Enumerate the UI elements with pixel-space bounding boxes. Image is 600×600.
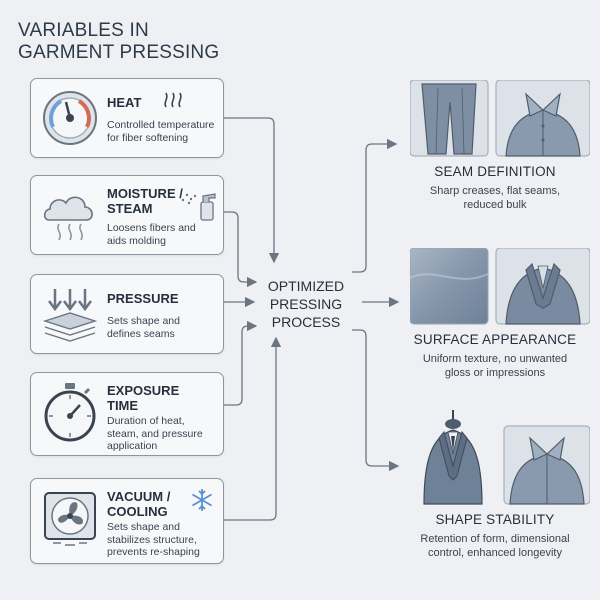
desc-line: Uniform texture, no unwanted bbox=[422, 353, 568, 365]
variable-desc-moisture: Loosens fibers and aids molding bbox=[107, 222, 221, 247]
outcome-desc-surface-appearance: Uniform texture, no unwanted gloss or im… bbox=[395, 352, 595, 380]
desc-line: Sets shape and bbox=[107, 315, 180, 327]
variable-card-vacuum-cooling: VACUUM / COOLING Sets shape and stabiliz… bbox=[30, 478, 224, 564]
desc-line: prevents re-shaping bbox=[107, 546, 200, 558]
heading-line: EXPOSURE bbox=[107, 383, 180, 398]
desc-line: gloss or impressions bbox=[444, 367, 546, 379]
connector-seam bbox=[352, 138, 398, 273]
heading-line: PRESSURE bbox=[107, 291, 179, 306]
center-line: OPTIMIZED bbox=[267, 278, 345, 294]
connector-moisture bbox=[224, 211, 258, 288]
variable-desc-heat: Controlled temperature for fiber softeni… bbox=[107, 119, 221, 144]
desc-line: application bbox=[107, 440, 158, 452]
thermometer-gauge-icon bbox=[43, 91, 97, 145]
variable-desc-exposure-time: Duration of heat, steam, and pressure ap… bbox=[107, 415, 221, 453]
variable-card-heat: HEAT Controlled temperature for fiber so… bbox=[30, 78, 224, 158]
heading-line: TIME bbox=[107, 398, 139, 413]
variable-heading-moisture: MOISTURE / STEAM bbox=[107, 186, 219, 216]
title-line-1: VARIABLES IN bbox=[18, 20, 149, 41]
variable-heading-pressure: PRESSURE bbox=[107, 291, 219, 306]
desc-line: Duration of heat, bbox=[107, 415, 185, 427]
desc-line: aids molding bbox=[107, 234, 166, 247]
desc-line: Retention of form, dimensional bbox=[420, 533, 570, 545]
heading-line: COOLING bbox=[107, 504, 168, 519]
outcome-desc-seam-definition: Sharp creases, flat seams, reduced bulk bbox=[395, 184, 595, 212]
variable-card-exposure-time: EXPOSURE TIME Duration of heat, steam, a… bbox=[30, 372, 224, 456]
outcome-title-surface-appearance: SURFACE APPEARANCE bbox=[413, 332, 577, 347]
connector-vacuum bbox=[224, 336, 282, 521]
heat-waves-icon bbox=[164, 92, 182, 108]
variable-card-moisture: MOISTURE / STEAM Loosens fibers and aids… bbox=[30, 175, 224, 255]
desc-line: Sharp creases, flat seams, bbox=[429, 185, 561, 197]
heading-line: STEAM bbox=[107, 201, 153, 216]
desc-line: for fiber softening bbox=[107, 131, 189, 144]
shape-stability-garment-image bbox=[423, 410, 590, 505]
desc-line: Sets shape and bbox=[107, 521, 180, 533]
desc-line: reduced bulk bbox=[463, 199, 527, 211]
pressure-arrows-icon bbox=[42, 289, 98, 342]
fan-icon bbox=[44, 492, 96, 546]
title-line-2: GARMENT PRESSING bbox=[18, 42, 220, 63]
surface-appearance-garment-image bbox=[410, 248, 590, 325]
variable-desc-pressure: Sets shape and defines seams bbox=[107, 315, 221, 340]
diagram-title: VARIABLES IN GARMENT PRESSING bbox=[18, 20, 298, 64]
variable-desc-vacuum-cooling: Sets shape and stabilizes structure, pre… bbox=[107, 521, 221, 559]
desc-line: steam, and pressure bbox=[107, 427, 203, 440]
heading-line: MOISTURE / bbox=[107, 186, 183, 201]
seam-definition-garment-image bbox=[410, 80, 590, 157]
variable-heading-heat: HEAT bbox=[107, 95, 219, 110]
heading-line: VACUUM / bbox=[107, 489, 171, 504]
outcome-desc-shape-stability: Retention of form, dimensional control, … bbox=[395, 532, 595, 560]
optimized-pressing-process-label: OPTIMIZED PRESSING PROCESS bbox=[252, 277, 360, 331]
snowflake-icon bbox=[192, 489, 212, 511]
center-line: PROCESS bbox=[271, 314, 341, 330]
spray-bottle-icon bbox=[181, 193, 216, 221]
variable-heading-vacuum-cooling: VACUUM / COOLING bbox=[107, 489, 219, 519]
variable-heading-exposure-time: EXPOSURE TIME bbox=[107, 383, 219, 413]
center-line: PRESSING bbox=[269, 296, 343, 312]
heading-line: HEAT bbox=[107, 95, 142, 110]
variable-card-pressure: PRESSURE Sets shape and defines seams bbox=[30, 274, 224, 354]
desc-line: Controlled temperature bbox=[107, 119, 215, 131]
connector-heat bbox=[224, 117, 280, 264]
connector-exposure bbox=[224, 320, 258, 406]
desc-line: defines seams bbox=[107, 327, 175, 340]
desc-line: Loosens fibers and bbox=[107, 222, 196, 234]
outcome-title-seam-definition: SEAM DEFINITION bbox=[434, 164, 556, 179]
desc-line: control, enhanced longevity bbox=[428, 547, 562, 559]
desc-line: stabilizes structure, bbox=[107, 533, 197, 546]
connector-shape bbox=[352, 329, 400, 472]
steam-cloud-icon bbox=[43, 196, 93, 241]
stopwatch-icon bbox=[44, 383, 96, 442]
outcome-title-shape-stability: SHAPE STABILITY bbox=[435, 512, 555, 527]
